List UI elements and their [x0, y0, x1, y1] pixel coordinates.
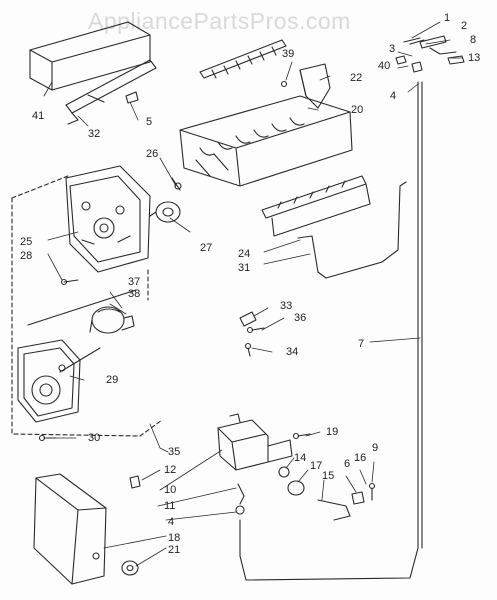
watermark: AppliancePartsPros.com: [88, 8, 351, 34]
part-28-screw: [60, 278, 79, 286]
callout-5: 5: [146, 116, 153, 128]
part-5-clip: [125, 91, 139, 104]
callout-16: 16: [354, 452, 367, 464]
part-39-screw: [280, 80, 288, 88]
callout-26: 26: [146, 148, 159, 160]
part-31-bail-arm: [297, 181, 407, 279]
callout-11: 11: [164, 500, 176, 512]
callout-34: 34: [286, 346, 299, 358]
callout-9: 9: [372, 442, 379, 454]
part-32-shaft: [65, 59, 157, 125]
callout-30: 30: [88, 432, 101, 444]
callout-12: 12: [164, 464, 177, 476]
callout-39: 39: [282, 48, 295, 60]
ejector-comb: [199, 39, 287, 79]
callout-38: 38: [128, 288, 141, 300]
part-20-ice-mold: [179, 95, 353, 187]
callout-22: 22: [350, 72, 363, 84]
part-11-fitting: [235, 483, 245, 515]
callout-6: 6: [344, 458, 351, 470]
part-35-module-outline: [11, 175, 163, 437]
part-36-screw: [246, 326, 265, 334]
part-25-control-module: [65, 165, 151, 273]
callout-27: 27: [200, 242, 213, 254]
callout-35: 35: [168, 446, 181, 458]
part-18-valve-cover: [33, 473, 107, 585]
part-7-fill-tube: [239, 81, 423, 581]
callout-36: 36: [294, 312, 307, 324]
callout-19: 19: [326, 426, 339, 438]
callout-8: 8: [470, 34, 477, 46]
callout-3: 3: [389, 43, 396, 55]
callout-14: 14: [294, 452, 307, 464]
part-14-nut: [278, 466, 290, 478]
callout-15: 15: [322, 470, 335, 482]
callout-4-bottom: 4: [168, 516, 175, 528]
callout-24: 24: [238, 248, 251, 260]
part-9-screw: [368, 482, 376, 501]
part-22-funnel: [299, 63, 331, 109]
callout-41: 41: [32, 110, 45, 122]
part-15-tube: [317, 499, 351, 521]
part-29-housing: [17, 339, 81, 423]
part-21-knob: [121, 560, 139, 576]
part-33-clip: [239, 311, 257, 327]
part-26-screw: [171, 177, 182, 191]
part-17-insert: [287, 480, 305, 496]
part-37-motor: [89, 306, 135, 334]
callout-1: 1: [444, 12, 451, 24]
callout-18: 18: [168, 532, 181, 544]
callout-13: 13: [468, 52, 481, 64]
callout-7: 7: [358, 338, 365, 350]
part-30-screw: [38, 434, 57, 442]
callout-4-top: 4: [390, 90, 397, 102]
part-41-cover: [29, 21, 151, 91]
module-guide-line: [27, 289, 137, 326]
callout-21: 21: [168, 544, 181, 556]
leader-lines: [43, 21, 463, 567]
callout-37: 37: [128, 276, 141, 288]
callout-25: 25: [20, 236, 33, 248]
callout-40: 40: [378, 60, 391, 72]
callout-29: 29: [106, 374, 119, 386]
callout-2: 2: [461, 20, 468, 32]
water-inlet-fittings: [395, 35, 465, 73]
part-34-screw: [244, 342, 252, 357]
callout-20: 20: [351, 104, 364, 116]
part-6-clamp: [351, 491, 365, 505]
part-12-grommet: [129, 475, 141, 489]
part-19-screw: [292, 432, 311, 440]
callout-32: 32: [88, 128, 101, 140]
callout-28: 28: [20, 250, 33, 262]
callout-33: 33: [280, 300, 293, 312]
callout-10: 10: [164, 484, 177, 496]
callout-17: 17: [310, 460, 323, 472]
callout-31: 31: [238, 262, 251, 274]
part-24-stripper: [261, 175, 371, 237]
part-10-water-valve: [217, 413, 293, 471]
part-27-motor-hub: [149, 201, 181, 223]
